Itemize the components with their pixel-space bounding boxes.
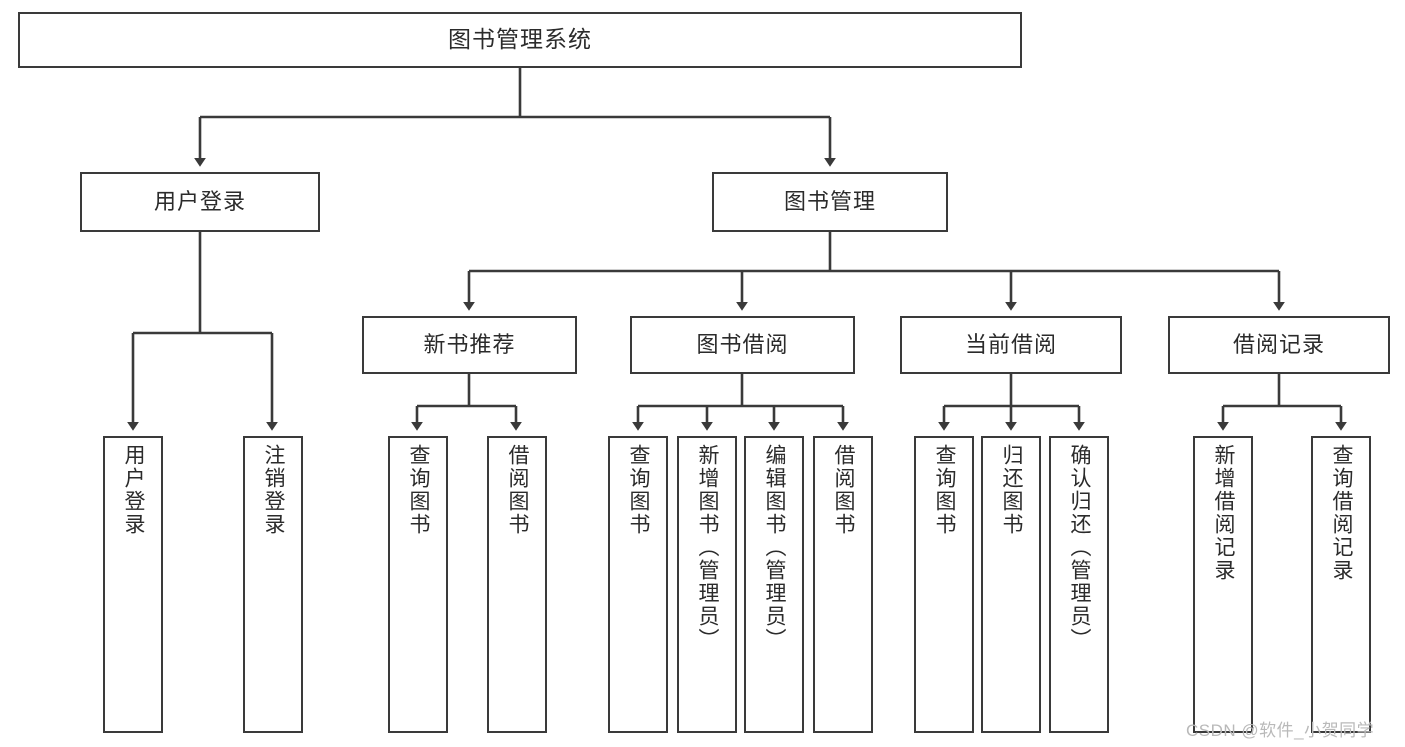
leaf-current-confirm-return-admin[interactable]: 确认归还（管理员） [1049, 436, 1109, 733]
node-current-borrow[interactable]: 当前借阅 [900, 316, 1122, 374]
node-label: 确认归还（管理员） [1068, 444, 1092, 651]
node-borrow-records[interactable]: 借阅记录 [1168, 316, 1390, 374]
node-label: 查询图书 [933, 444, 957, 536]
node-label: 图书借阅 [696, 331, 789, 357]
node-label: 用户登录 [153, 188, 246, 214]
leaf-borrow-borrow-book[interactable]: 借阅图书 [813, 436, 873, 733]
node-user-login[interactable]: 用户登录 [80, 172, 320, 232]
csdn-watermark: CSDN @软件_小贺同学 [1186, 721, 1375, 740]
node-label: 借阅记录 [1232, 331, 1325, 357]
node-book-management-system[interactable]: 图书管理系统 [18, 12, 1022, 68]
leaf-user-login[interactable]: 用户登录 [103, 436, 163, 733]
leaf-current-return-book[interactable]: 归还图书 [981, 436, 1041, 733]
node-label: 借阅图书 [832, 444, 856, 536]
node-label: 图书管理系统 [448, 26, 592, 53]
node-label: 当前借阅 [964, 331, 1057, 357]
leaf-records-query-record[interactable]: 查询借阅记录 [1311, 436, 1371, 733]
node-label: 编辑图书（管理员） [763, 444, 787, 651]
node-label: 归还图书 [1000, 444, 1024, 536]
node-label: 查询图书 [627, 444, 651, 536]
leaf-borrow-add-book-admin[interactable]: 新增图书（管理员） [677, 436, 737, 733]
node-new-book-recommend[interactable]: 新书推荐 [362, 316, 577, 374]
leaf-new-book-query-book[interactable]: 查询图书 [388, 436, 448, 733]
node-label: 新增图书（管理员） [696, 444, 720, 651]
leaf-borrow-edit-book-admin[interactable]: 编辑图书（管理员） [744, 436, 804, 733]
node-label: 查询借阅记录 [1330, 444, 1354, 582]
node-label: 借阅图书 [506, 444, 530, 536]
leaf-borrow-query-book[interactable]: 查询图书 [608, 436, 668, 733]
leaf-logout[interactable]: 注销登录 [243, 436, 303, 733]
node-label: 用户登录 [122, 444, 146, 536]
node-book-management[interactable]: 图书管理 [712, 172, 948, 232]
node-label: 图书管理 [783, 188, 876, 214]
node-label: 新书推荐 [423, 331, 516, 357]
node-label: 查询图书 [407, 444, 431, 536]
node-label: 新增借阅记录 [1212, 444, 1236, 582]
node-book-borrow[interactable]: 图书借阅 [630, 316, 855, 374]
node-label: 注销登录 [262, 444, 286, 536]
leaf-current-query-book[interactable]: 查询图书 [914, 436, 974, 733]
leaf-new-book-borrow-book[interactable]: 借阅图书 [487, 436, 547, 733]
leaf-records-add-record[interactable]: 新增借阅记录 [1193, 436, 1253, 733]
